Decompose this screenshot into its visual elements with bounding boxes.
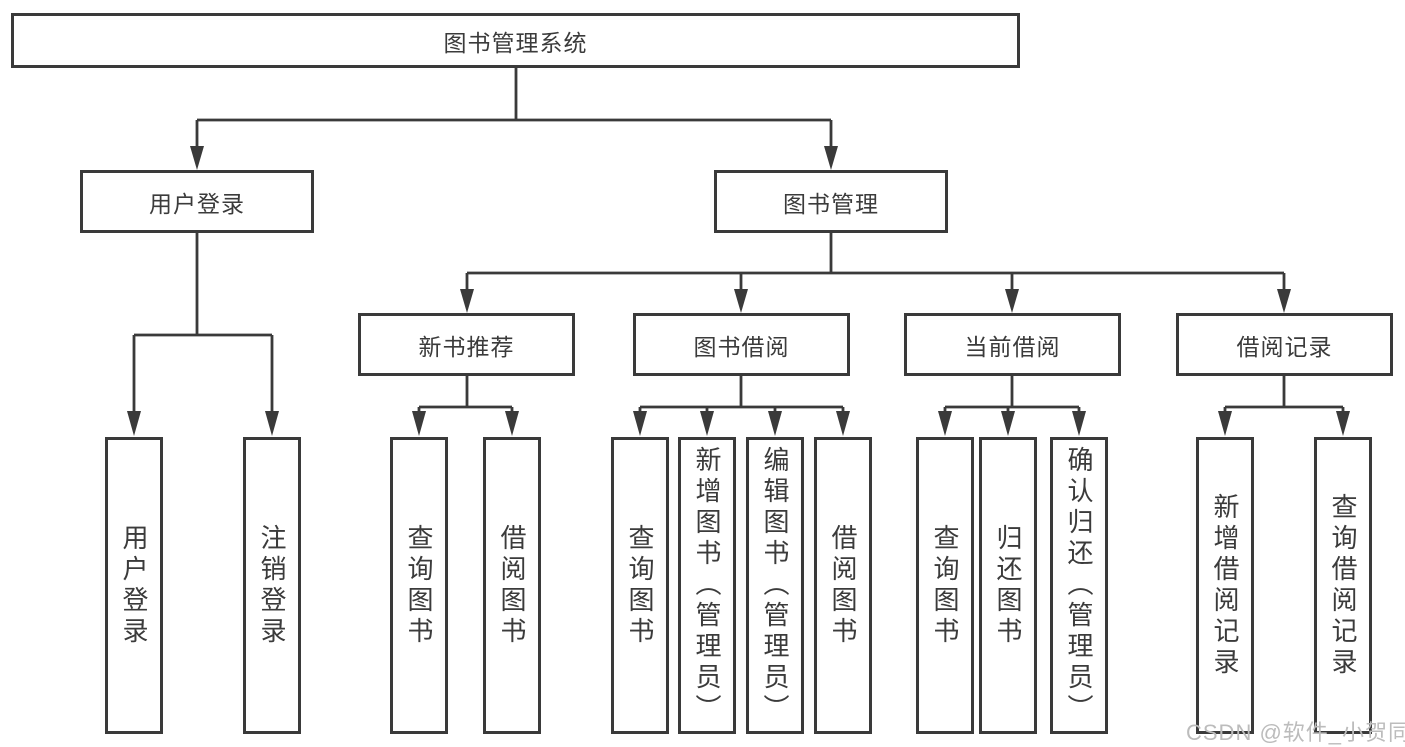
node-label: 查询借阅记录 bbox=[1328, 492, 1359, 679]
node-leaf-return-books: 归还图书 bbox=[979, 437, 1037, 734]
node-label: 当前借阅 bbox=[964, 333, 1061, 360]
connector-root-to-level2 bbox=[190, 68, 838, 170]
node-label: 新增借阅记录 bbox=[1210, 492, 1241, 679]
connector-records-children bbox=[1218, 376, 1350, 436]
node-book-borrowing: 图书借阅 bbox=[633, 313, 850, 376]
node-leaf-query-books: 查询图书 bbox=[390, 437, 448, 734]
node-leaf-user-login: 用户登录 bbox=[105, 437, 163, 734]
node-leaf-query-books-3: 查询图书 bbox=[916, 437, 974, 734]
node-label: 新增图书（管理员） bbox=[692, 446, 723, 725]
connector-current-children bbox=[938, 376, 1086, 436]
connector-user-login-children bbox=[127, 233, 279, 436]
connector-new-book-children bbox=[412, 376, 519, 436]
node-label: 查询图书 bbox=[625, 523, 656, 648]
node-label: 图书借阅 bbox=[693, 333, 790, 360]
node-label: 新书推荐 bbox=[418, 333, 515, 360]
node-leaf-edit-books-admin: 编辑图书（管理员） bbox=[746, 437, 804, 734]
node-current-borrowing: 当前借阅 bbox=[904, 313, 1121, 376]
node-leaf-borrow-books: 借阅图书 bbox=[483, 437, 541, 734]
csdn-watermark: CSDN @软件_小贺同学 bbox=[1186, 720, 1405, 745]
node-leaf-logout: 注销登录 bbox=[243, 437, 301, 734]
node-label: 查询图书 bbox=[404, 523, 435, 648]
node-leaf-confirm-return-admin: 确认归还（管理员） bbox=[1050, 437, 1108, 734]
node-book-management: 图书管理 bbox=[714, 170, 948, 233]
node-label: 图书管理系统 bbox=[443, 29, 588, 56]
connector-book-mgmt-to-level3 bbox=[460, 233, 1291, 313]
node-label: 借阅记录 bbox=[1236, 333, 1333, 360]
connector-borrowing-children bbox=[633, 376, 850, 436]
node-label: 图书管理 bbox=[783, 190, 879, 217]
node-leaf-add-books-admin: 新增图书（管理员） bbox=[678, 437, 736, 734]
node-label: 归还图书 bbox=[993, 523, 1024, 648]
node-leaf-query-books-2: 查询图书 bbox=[611, 437, 669, 734]
node-label: 查询图书 bbox=[930, 523, 961, 648]
node-label: 用户登录 bbox=[119, 523, 150, 648]
node-borrowing-records: 借阅记录 bbox=[1176, 313, 1393, 376]
node-leaf-borrow-books-2: 借阅图书 bbox=[814, 437, 872, 734]
node-new-book-recommendation: 新书推荐 bbox=[358, 313, 575, 376]
node-label: 借阅图书 bbox=[497, 523, 528, 648]
node-library-management-system: 图书管理系统 bbox=[11, 13, 1020, 68]
node-label: 用户登录 bbox=[149, 190, 245, 217]
node-label: 确认归还（管理员） bbox=[1064, 446, 1095, 725]
node-label: 编辑图书（管理员） bbox=[760, 446, 791, 725]
node-user-login: 用户登录 bbox=[80, 170, 314, 233]
node-label: 借阅图书 bbox=[828, 523, 859, 648]
node-leaf-query-borrow-record: 查询借阅记录 bbox=[1314, 437, 1372, 734]
node-label: 注销登录 bbox=[257, 523, 288, 648]
node-leaf-add-borrow-record: 新增借阅记录 bbox=[1196, 437, 1254, 734]
